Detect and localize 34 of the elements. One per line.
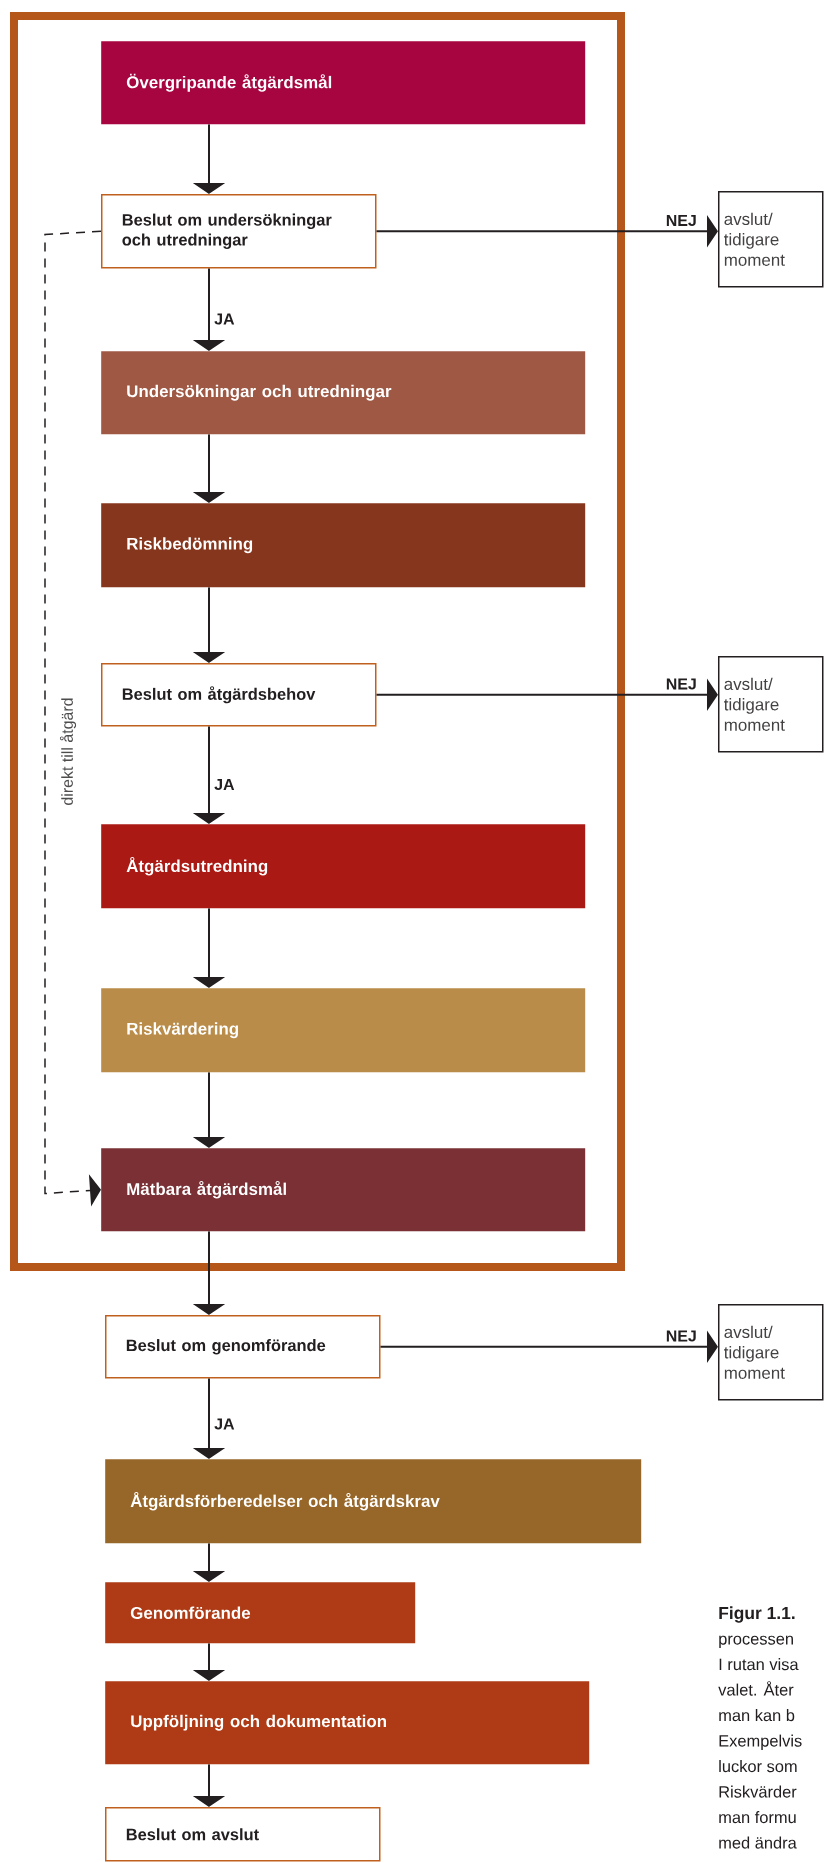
figure-number: Figur 1.1. bbox=[719, 1606, 795, 1623]
caption-text: man kan b bbox=[719, 1709, 795, 1722]
caption-text: processen bbox=[719, 1635, 793, 1648]
process-box: Mätbara åtgärdsmål bbox=[101, 1148, 586, 1232]
process-box: Övergripande åtgärdsmål bbox=[101, 41, 586, 125]
process-box: Åtgärdsförberedelser och åtgärdskrav bbox=[105, 1459, 642, 1544]
edge-label: JA bbox=[214, 778, 235, 791]
caption-text: med ändra bbox=[719, 1836, 797, 1849]
process-box: Riskvärdering bbox=[101, 988, 586, 1073]
edge-label: NEJ bbox=[666, 1330, 696, 1342]
process-box: Riskbedömning bbox=[101, 503, 586, 588]
decision-box: Beslut om undersökningar och utredningar bbox=[101, 194, 377, 269]
edge-label: NEJ bbox=[666, 214, 696, 227]
edge-label: direkt till åtgärd bbox=[59, 698, 77, 805]
caption-text: valet. Åter bbox=[718, 1681, 794, 1696]
edge-label: JA bbox=[214, 1418, 235, 1430]
caption-text: man formu bbox=[719, 1811, 796, 1824]
process-box: Genomförande bbox=[105, 1582, 416, 1644]
end-box: avslut/ tidigare moment bbox=[718, 656, 824, 753]
edge-label: JA bbox=[214, 313, 235, 325]
end-box: avslut/ tidigare moment bbox=[718, 1304, 824, 1401]
caption-text: I rutan visa bbox=[719, 1658, 799, 1671]
caption-text: Exempelvis bbox=[719, 1734, 802, 1750]
process-box: Undersökningar och utredningar bbox=[101, 351, 586, 435]
decision-box: Beslut om åtgärdsbehov bbox=[101, 663, 377, 727]
process-box: Uppföljning och dokumentation bbox=[105, 1681, 590, 1765]
edge-label: NEJ bbox=[666, 678, 696, 690]
caption-text: Riskvärder bbox=[719, 1785, 797, 1798]
decision-box: Beslut om avslut bbox=[105, 1807, 381, 1862]
caption-text: luckor som bbox=[719, 1760, 797, 1773]
end-box: avslut/ tidigare moment bbox=[718, 191, 824, 288]
process-box: Åtgärdsutredning bbox=[101, 824, 586, 909]
decision-box: Beslut om genomförande bbox=[105, 1315, 381, 1379]
group-frame bbox=[10, 12, 625, 1271]
